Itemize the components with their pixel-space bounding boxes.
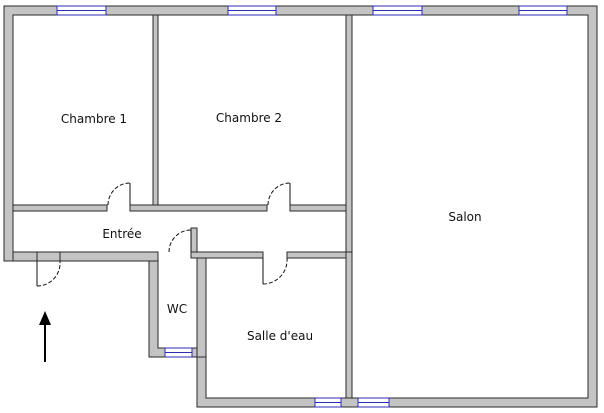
wall-chambres-entree-left — [12, 204, 108, 212]
wall-entree-bottom-right — [59, 251, 159, 262]
door-wc — [168, 229, 192, 253]
interior-walls — [12, 14, 353, 399]
door-chambre2 — [267, 182, 291, 206]
wall-chambre2-salon — [345, 14, 353, 253]
wall-wc-right — [196, 251, 207, 358]
windows — [56, 5, 568, 408]
room-label-chambre1: Chambre 1 — [61, 112, 127, 126]
room-label-salon: Salon — [448, 210, 481, 224]
room-label-wc: WC — [167, 302, 187, 316]
doors — [36, 182, 291, 287]
wall-chambres-entree-mid — [129, 204, 268, 212]
wall-chambres-entree-right — [289, 204, 347, 212]
room-label-entree: Entrée — [102, 227, 141, 241]
door-entrance — [36, 260, 61, 287]
door-salle-eau — [262, 257, 288, 285]
arrow-up-icon — [39, 311, 51, 362]
room-label-salle-eau: Salle d'eau — [247, 329, 313, 343]
wall-entree-bottom — [12, 251, 38, 262]
wall-salon-salle-eau — [345, 251, 353, 399]
wall-entree-wc-stub — [190, 227, 198, 253]
wall-entree-salle-eau-left — [190, 251, 264, 259]
wall-chambre1-chambre2 — [152, 14, 159, 206]
wall-entree-salle-eau-right — [286, 251, 347, 259]
door-chambre1 — [107, 182, 131, 206]
room-label-chambre2: Chambre 2 — [216, 111, 282, 125]
